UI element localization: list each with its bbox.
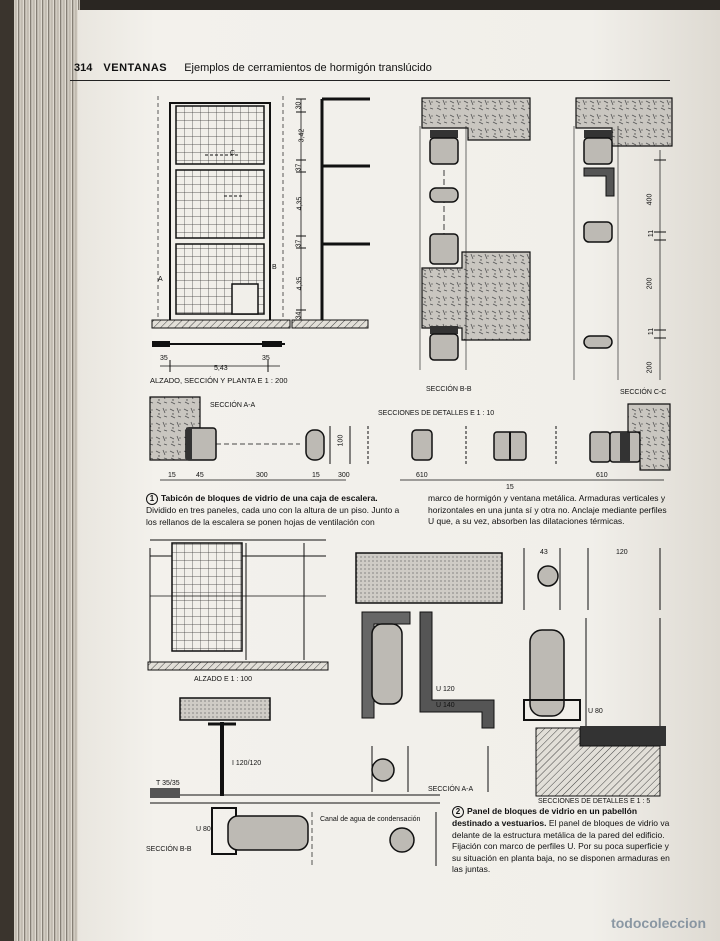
canal-label: Canal de agua de condensación	[320, 816, 421, 823]
fig1-caption-number: 1	[146, 493, 158, 505]
fig2-caption-text: El panel de bloques de vidrio va delante…	[452, 818, 670, 874]
i120-label: I 120/120	[232, 760, 262, 767]
page-title: Ejemplos de cerramientos de hormigón tra…	[184, 62, 432, 74]
dim-v-0: 30	[295, 101, 303, 110]
u80b-label: U 80	[196, 826, 211, 833]
dim-cc-0: 400	[646, 193, 654, 206]
fig2-caption-bold: Panel de bloques de vidrio en un pabelló…	[452, 806, 638, 828]
fig1-details-title: SECCIONES DE DETALLES E 1 : 10	[378, 410, 495, 417]
mark-b: B	[272, 264, 277, 271]
u140-label: U 140	[436, 702, 455, 709]
fig1-section-aa-label: SECCIÓN A-A	[210, 402, 256, 409]
fig2-caption-number: 2	[452, 806, 464, 818]
dim43-label: 43	[540, 549, 548, 556]
dim-aa-6: 610	[416, 472, 428, 479]
fig2-middle-detail	[355, 552, 503, 792]
dim-v-2: 37	[295, 163, 303, 172]
fig1-caption-text: Dividido en tres paneles, cada uno con l…	[146, 505, 400, 527]
header-rule	[70, 80, 670, 81]
page-header: 314 VENTANAS Ejemplos de cerramientos de…	[74, 62, 432, 74]
book-spine-shadow	[0, 0, 14, 941]
dim-cc-1: 11	[648, 229, 656, 238]
dim-v-1: 3,42	[298, 128, 306, 143]
dim-cc-3: 11	[648, 327, 656, 336]
dim-v-3: 4,35	[296, 196, 304, 211]
fig2-details-label: SECCIONES DE DETALLES E 1 : 5	[538, 798, 651, 805]
fig2-alzado-label: ALZADO E 1 : 100	[194, 676, 252, 683]
watermark: todocoleccion	[611, 915, 706, 931]
dim-b-1: 5,43	[214, 365, 228, 372]
fig1-details-row	[149, 396, 671, 481]
u80-label: U 80	[588, 708, 603, 715]
t35-label: T 35/35	[156, 780, 180, 787]
mark-c: C	[230, 150, 236, 157]
fig1-section-cc	[573, 97, 673, 380]
dim-b-2: 35	[262, 355, 270, 362]
dim-v-6: 34	[295, 311, 303, 320]
dim-cc-2: 200	[646, 277, 654, 290]
fig1-elevation-label: ALZADO, SECCIÓN Y PLANTA E 1 : 200	[150, 376, 288, 385]
fig1-elevation	[151, 96, 370, 372]
dim-aa-8: 15	[506, 484, 514, 491]
dim-v-5: 4,35	[296, 276, 304, 291]
page-number: 314	[74, 62, 93, 74]
fig1-section-bb-label: SECCIÓN B-B	[426, 386, 472, 393]
fig2-section-bb-label: SECCIÓN B-B	[146, 846, 192, 853]
section-name: VENTANAS	[103, 62, 168, 74]
fig1-caption-bold: Tabicón de bloques de vidrio de una caja…	[161, 493, 378, 503]
dim-aa-5: 100	[337, 434, 345, 447]
fig2-section-aa-label: SECCIÓN A-A	[428, 786, 474, 793]
dim-aa-1: 45	[196, 472, 204, 479]
dim-cc-4: 200	[646, 361, 654, 374]
dim-aa-3: 15	[312, 472, 320, 479]
fig1-section-bb	[419, 97, 531, 370]
dim120-label: 120	[616, 549, 628, 556]
dim-aa-7: 610	[596, 472, 608, 479]
fig1-caption-right: marco de hormigón y ventana metálica. Ar…	[428, 493, 667, 526]
fig2-right-detail	[523, 548, 666, 797]
mark-a: A	[158, 276, 163, 283]
fig2-elevation	[147, 539, 329, 671]
dim-aa-4: 300	[338, 472, 350, 479]
dim-v-4: 37	[295, 239, 303, 248]
dim-aa-0: 15	[168, 472, 176, 479]
dim-b-0: 35	[160, 355, 168, 362]
fig2-section-bb	[150, 697, 440, 866]
fig1-section-cc-label: SECCIÓN C-C	[620, 389, 667, 396]
dim-aa-2: 300	[256, 472, 268, 479]
u120-label: U 120	[436, 686, 455, 693]
